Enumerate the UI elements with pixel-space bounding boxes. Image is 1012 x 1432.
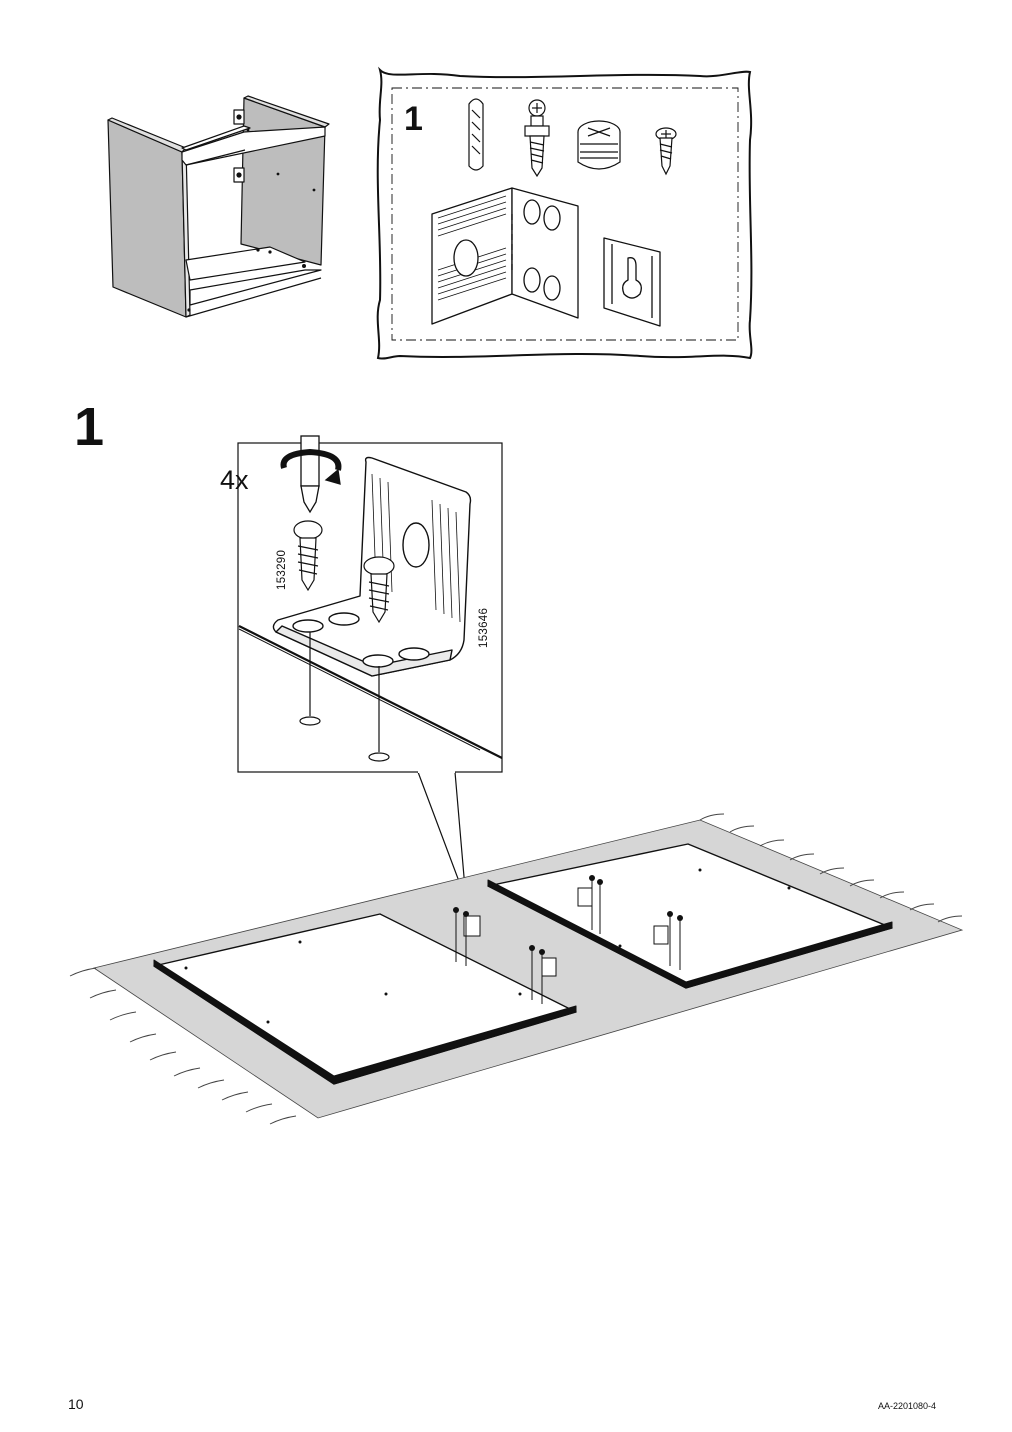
cam-lock-icon — [577, 120, 621, 170]
document-id: AA-2201080-4 — [878, 1401, 937, 1411]
corner-bracket-icon — [431, 187, 579, 325]
cam-bolt-icon — [524, 99, 550, 178]
dowel-icon — [468, 98, 484, 171]
step-number: 1 — [74, 397, 105, 457]
hanger-plate-icon — [603, 237, 661, 327]
page-number: 10 — [68, 1396, 84, 1412]
parts-bag-number: 1 — [404, 100, 423, 138]
quantity-label: 4x — [220, 465, 249, 495]
screw-icon — [655, 127, 677, 176]
